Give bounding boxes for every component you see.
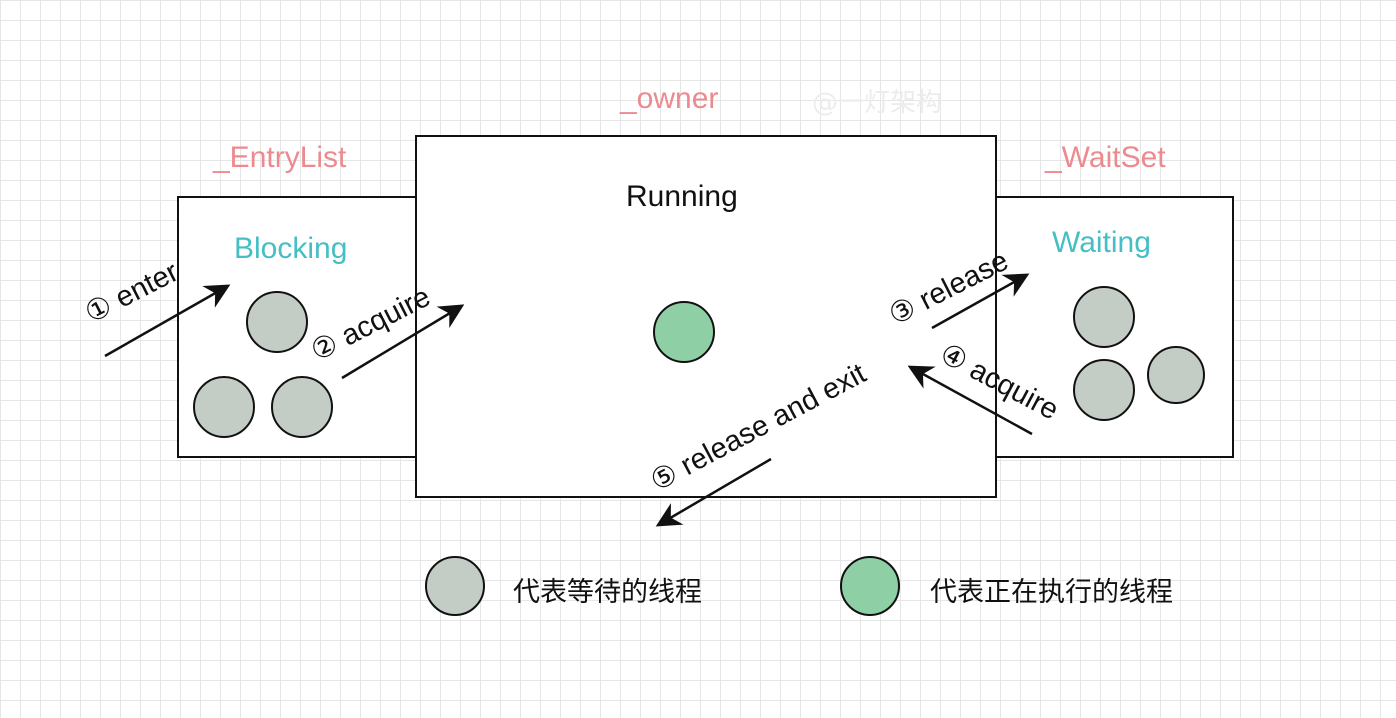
entry-list-label: _EntryList [213, 141, 347, 174]
acquire-wait-arrow [907, 365, 1033, 436]
enter-arrow [104, 284, 231, 358]
legend-running-label: 代表正在执行的线程 [930, 577, 1173, 608]
release-arrow [931, 273, 1030, 330]
watermark-text: @一灯架构 [812, 88, 943, 118]
acquire-entry-arrow [341, 304, 465, 380]
running-thread [653, 301, 715, 363]
waiting-thread [1073, 286, 1135, 348]
owner-label: _owner [620, 82, 719, 115]
blocking-state-label: Blocking [234, 232, 348, 265]
wait-set-label: _WaitSet [1045, 141, 1166, 174]
waiting-state-label: Waiting [1052, 226, 1151, 259]
waiting-thread [1147, 346, 1205, 404]
legend-waiting-swatch [425, 556, 485, 616]
release-exit-arrow [655, 457, 772, 527]
blocked-thread [246, 291, 308, 353]
running-state-label: Running [626, 180, 738, 213]
legend-running-swatch [840, 556, 900, 616]
blocked-thread [193, 376, 255, 438]
waiting-thread [1073, 359, 1135, 421]
legend-waiting-label: 代表等待的线程 [513, 577, 702, 608]
blocked-thread [271, 376, 333, 438]
